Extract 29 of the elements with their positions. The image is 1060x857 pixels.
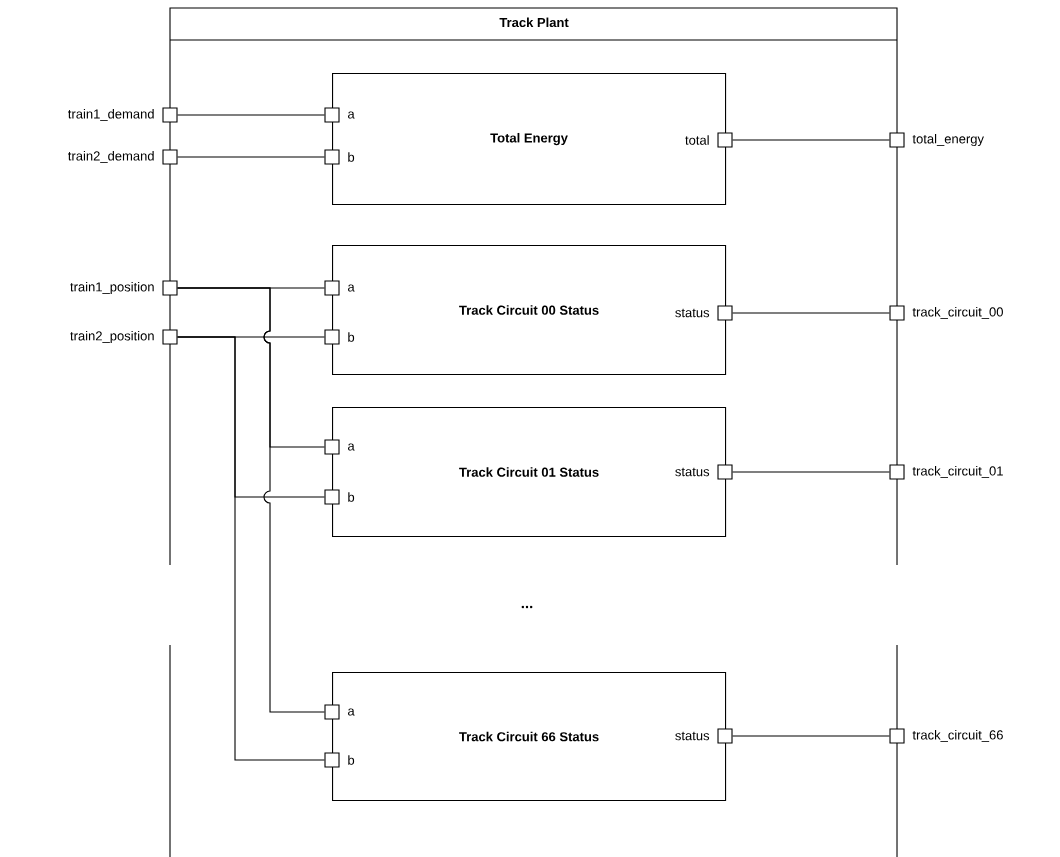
connector (177, 336, 325, 761)
connector (177, 287, 325, 713)
node-label: status (675, 731, 710, 741)
node-label: train2_demand (68, 151, 154, 164)
connector (732, 471, 890, 473)
node-label: train2_position (70, 330, 154, 344)
ellipsis: ... (521, 605, 533, 609)
node-label: b (348, 492, 355, 502)
connector (732, 735, 890, 737)
node-label: total (685, 135, 709, 145)
node-label: b (348, 332, 355, 342)
node-label: track_circuit_66 (912, 730, 1003, 743)
node-label: train1_demand (68, 109, 154, 122)
node-label: a (347, 284, 355, 292)
node-label: a (347, 708, 355, 716)
connector (732, 312, 890, 314)
node-label: status (675, 467, 710, 477)
connector (177, 156, 325, 158)
connector (177, 114, 325, 116)
node-label: total_energy (912, 133, 984, 147)
node-label: train1_position (70, 281, 154, 295)
node-label: a (347, 111, 355, 119)
node-label: track_circuit_01 (912, 466, 1003, 479)
connector (732, 139, 890, 141)
node-label: track_circuit_00 (912, 307, 1003, 320)
node-label: b (348, 755, 355, 765)
node-label: a (347, 443, 355, 451)
node-label: status (675, 308, 710, 318)
node-label: b (348, 152, 355, 162)
